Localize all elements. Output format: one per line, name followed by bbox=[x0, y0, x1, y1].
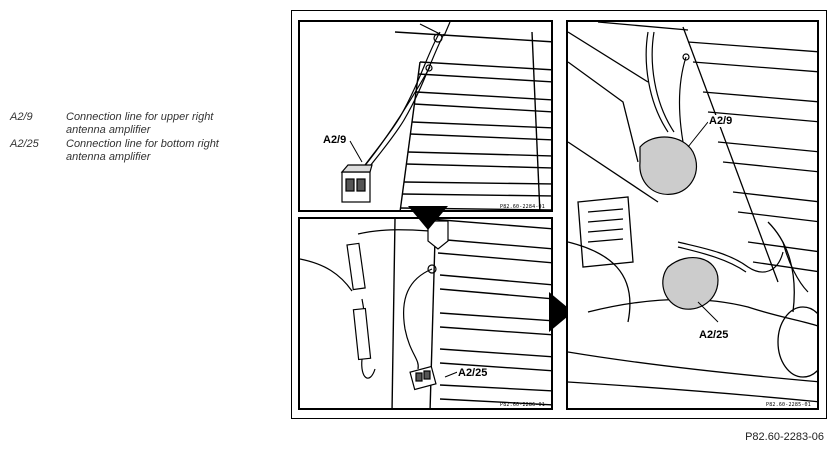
arrow-right-icon bbox=[549, 292, 573, 332]
figure-code: P82.60-2283-06 bbox=[745, 431, 824, 443]
legend-item: A2/25 Connection line for bottom right a… bbox=[10, 138, 280, 164]
legend-description: Connection line for upper right antenna … bbox=[66, 111, 214, 136]
panel-lower-connector: A2/25 P82.60-2286-01 bbox=[298, 217, 553, 410]
installation-illustration bbox=[568, 22, 817, 403]
panel-installation-location: A2/9 A2/25 P82.60-2285-01 bbox=[566, 20, 819, 410]
legend-code: A2/9 bbox=[10, 111, 33, 123]
callout-a2-9: A2/9 bbox=[322, 134, 348, 146]
lower-connector-illustration bbox=[300, 219, 551, 408]
legend-item: A2/9 Connection line for upper right ant… bbox=[10, 111, 280, 137]
callout-a2-25: A2/25 bbox=[457, 367, 489, 379]
callout-a2-9: A2/9 bbox=[708, 115, 734, 127]
panel-code: P82.60-2286-01 bbox=[500, 402, 545, 408]
arrow-down-icon bbox=[408, 206, 448, 230]
callout-a2-25: A2/25 bbox=[698, 329, 730, 341]
panel-upper-connector: A2/9 P82.60-2284-01 bbox=[298, 20, 553, 212]
upper-connector-illustration bbox=[340, 22, 551, 210]
component-legend: A2/9 Connection line for upper right ant… bbox=[10, 111, 280, 165]
legend-description: Connection line for bottom right antenna… bbox=[66, 138, 219, 163]
panel-code: P82.60-2284-01 bbox=[500, 204, 545, 210]
panel-code: P82.60-2285-01 bbox=[766, 402, 811, 408]
legend-code: A2/25 bbox=[10, 138, 39, 150]
